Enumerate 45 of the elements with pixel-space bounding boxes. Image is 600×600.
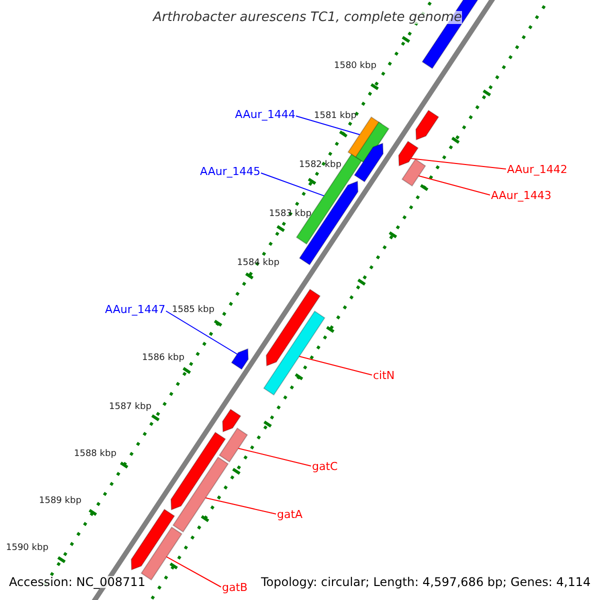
scale-label: 1584 kbp — [237, 259, 280, 268]
leader-line — [296, 116, 360, 136]
accession-text: Accession: NC_008711 — [9, 576, 146, 588]
scale-label: 1586 kbp — [142, 354, 184, 363]
gene-label: AAur_1447 — [105, 304, 166, 315]
title: Arthrobacter aurescens TC1, complete genome — [153, 11, 462, 24]
gene-bar — [230, 348, 249, 370]
scale-label: 1589 kbp — [39, 497, 82, 506]
leader-line — [418, 175, 490, 196]
gene-bar — [401, 158, 426, 187]
scale-label: 1582 kbp — [299, 161, 342, 170]
gene-bar — [218, 428, 248, 463]
gene-label: AAur_1445 — [200, 166, 260, 177]
scale-label: 1590 kbp — [6, 544, 48, 553]
leader-line — [205, 497, 276, 514]
gene-label: AAur_1442 — [507, 164, 568, 175]
gene-bar — [170, 432, 226, 510]
leader-line — [166, 310, 238, 355]
gene-label: gatB — [222, 582, 248, 593]
gene-bar — [398, 140, 419, 166]
gene-bar — [296, 154, 362, 245]
gene-bar — [222, 408, 242, 432]
scale-label: 1583 kbp — [269, 210, 312, 219]
gene-bar — [415, 110, 440, 140]
scale-label: 1587 kbp — [109, 403, 152, 412]
gene-bar — [263, 310, 326, 396]
gene-bar — [130, 508, 176, 570]
leader-line — [410, 158, 506, 170]
gene-label: AAur_1444 — [235, 109, 296, 120]
genome-info-text: Topology: circular; Length: 4,597,686 bp; Genes: 4,114 — [261, 576, 591, 588]
leader-line — [166, 556, 222, 588]
gene-bar — [354, 142, 384, 182]
scale-label: 1580 kbp — [334, 62, 376, 71]
gene-label: gatA — [277, 509, 303, 520]
leader-line — [260, 172, 324, 196]
leader-line — [238, 448, 312, 466]
gene-bar — [172, 456, 229, 533]
gene-label: AAur_1443 — [491, 190, 552, 201]
scale-label: 1585 kbp — [172, 306, 214, 315]
gene-label: gatC — [312, 461, 338, 472]
scale-label: 1581 kbp — [314, 112, 356, 121]
gene-bar — [266, 288, 321, 366]
gene-label: citN — [373, 370, 395, 381]
scale-label: 1588 kbp — [74, 450, 116, 459]
leader-line — [298, 356, 372, 376]
